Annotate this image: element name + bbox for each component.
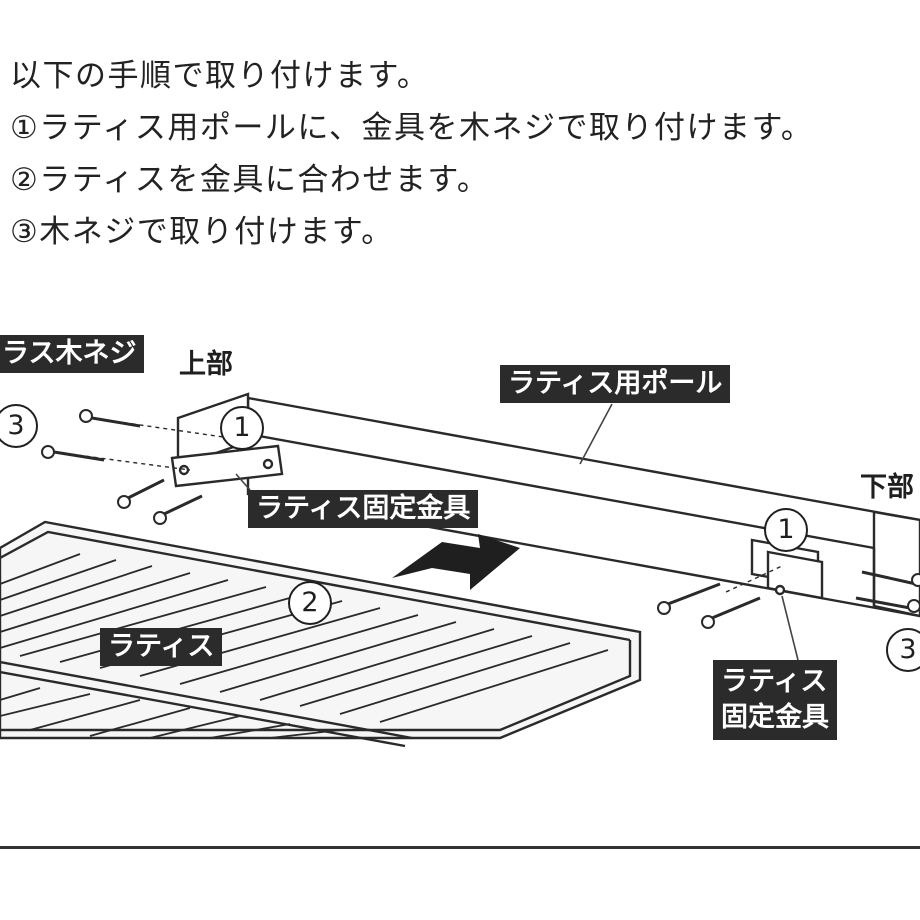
bracket-top-flange (170, 444, 284, 488)
lattice-slat (0, 565, 153, 617)
screw-guide (725, 565, 783, 593)
instruction-step-2: ②ラティスを金具に合わせます。 (10, 162, 490, 198)
lattice-front-edge (0, 640, 632, 732)
lattice-slat (0, 559, 117, 601)
lattice-slat (379, 649, 609, 723)
bracket-bottom-tag: ラティス 固定金具 (713, 660, 837, 740)
instruction-intro: 以下の手順で取り付けます。 (10, 58, 430, 94)
leader-lines (235, 403, 799, 661)
screw-head (907, 599, 920, 613)
screw-head (79, 409, 93, 423)
lattice-slat (259, 628, 495, 701)
direction-arrow (392, 534, 520, 590)
lattice-slat (269, 729, 341, 739)
instruction-step-1: ①ラティス用ポールに、金具を木ネジで取り付けます。 (10, 110, 814, 146)
lattice-slat (0, 687, 41, 701)
bracket-top-tag: ラティス固定金具 (248, 490, 479, 528)
bracket-bottom-tag-line2: 固定金具 (721, 702, 829, 733)
lattice-slat (299, 635, 533, 707)
lattice-slat (149, 715, 241, 739)
bracket-hole (178, 464, 190, 476)
lattice-slat (89, 707, 191, 737)
lattice-slats (0, 553, 609, 739)
lattice-crossbar (0, 670, 406, 748)
lattice-panel (0, 520, 642, 748)
screw-guide (53, 451, 191, 471)
screw-head (701, 615, 715, 629)
instruction-step-3: ③木ネジで取り付けます。 (10, 214, 394, 250)
step-one-marker: 1 (764, 508, 808, 552)
lattice-slat (209, 723, 291, 739)
screw-head (657, 601, 671, 615)
bracket-hole (262, 458, 274, 470)
lattice-slat (179, 614, 419, 685)
step-three-marker: 3 (0, 404, 38, 448)
screw-shaft (855, 596, 911, 610)
screw-shaft (163, 494, 203, 516)
screw-head (41, 445, 55, 459)
bottom-divider (0, 846, 920, 849)
lattice-slat (19, 586, 267, 657)
step-three-marker: 3 (886, 628, 920, 672)
instruction-list: 以下の手順で取り付けます。 ①ラティス用ポールに、金具を木ネジで取り付けます。 … (10, 50, 813, 258)
pole-tag: ラティス用ポール (500, 365, 731, 403)
lattice-top-edge (0, 530, 631, 642)
lattice-slat (339, 642, 571, 715)
bracket-bottom (750, 538, 824, 600)
screws-left (41, 409, 231, 525)
lattice-slat (0, 579, 229, 649)
lattice-tag: ラティス (100, 628, 223, 666)
screws-right (657, 565, 920, 629)
lattice-crossbar (0, 660, 413, 740)
screw-shaft (91, 416, 141, 428)
lower-label: 下部 (860, 472, 914, 503)
lattice-slat (0, 693, 91, 717)
screw-shaft (711, 596, 761, 620)
screw-head (153, 511, 167, 525)
upper-label: 上部 (179, 349, 233, 380)
lattice-slat (219, 621, 457, 693)
lattice-slat (0, 572, 191, 633)
screw-shaft (667, 582, 721, 606)
leader-line (781, 595, 799, 661)
step-two-marker: 2 (288, 581, 332, 625)
lattice-slat (0, 553, 81, 585)
screw-shaft (53, 450, 105, 462)
lattice-slat (29, 699, 141, 731)
screw-head (911, 573, 920, 587)
leader-line (579, 403, 613, 465)
bracket-hole (774, 584, 786, 596)
bracket-bottom-tag-line1: ラティス (721, 666, 828, 697)
screw-shaft (127, 478, 165, 500)
lattice-frame (0, 520, 642, 740)
screw-shaft (861, 570, 917, 586)
step-one-marker: 1 (220, 406, 264, 450)
leader-line (235, 473, 251, 491)
screw-tag: ラス木ネジ (0, 335, 145, 373)
screw-head (117, 495, 131, 509)
